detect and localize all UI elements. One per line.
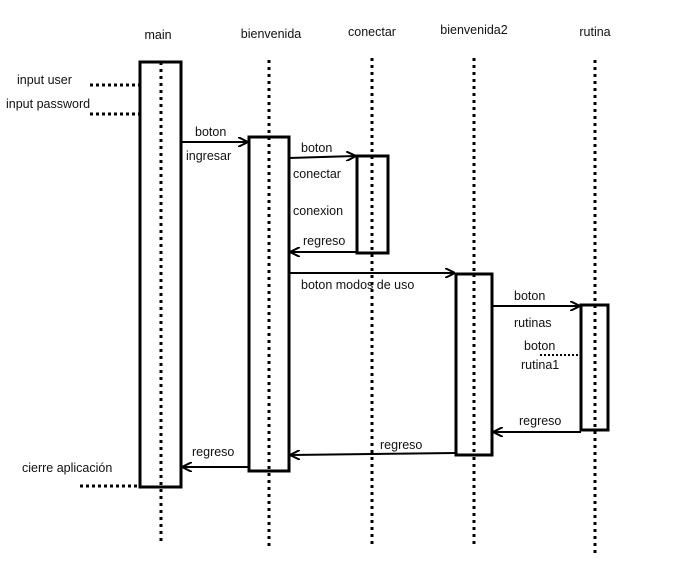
- exit-label: cierre aplicación: [22, 461, 112, 475]
- participant-conectar: conectar: [348, 25, 396, 39]
- participant-bienvenida: bienvenida: [241, 27, 302, 41]
- participant-rutina: rutina: [579, 25, 610, 39]
- input-user-label: input user: [17, 73, 72, 87]
- activation-bienvenida2: [454, 272, 494, 457]
- msg-bienvenida2-return: regreso: [380, 438, 422, 452]
- participant-bienvenida2: bienvenida2: [440, 23, 507, 37]
- arrow-bienvenida-to-conectar: [288, 156, 355, 158]
- msg-bienvenida-return: regreso: [192, 445, 234, 459]
- input-password-label: input password: [6, 97, 90, 111]
- msg-conectar-note: conexion: [293, 204, 343, 218]
- participant-main: main: [144, 28, 171, 42]
- arrow-bienvenida2-to-bienvenida: [291, 453, 457, 455]
- msg-main-bienvenida-line2: ingresar: [186, 149, 231, 163]
- msg-bienvenida-conectar-line2: conectar: [293, 167, 341, 181]
- msg-rutina-return: regreso: [519, 414, 561, 428]
- activation-bienvenida: [247, 135, 291, 473]
- msg-bienvenida-bienvenida2: boton modos de uso: [301, 278, 414, 292]
- msg-bienvenida-conectar-line1: boton: [301, 141, 332, 155]
- msg-main-bienvenida-line1: boton: [195, 125, 226, 139]
- msg-bienvenida2-rutina-line1: boton: [514, 289, 545, 303]
- msg-rutina1-line2: rutina1: [521, 358, 559, 372]
- msg-bienvenida2-rutina-line2: rutinas: [514, 316, 552, 330]
- msg-conectar-return: regreso: [303, 234, 345, 248]
- msg-rutina1-line1: boton: [524, 339, 555, 353]
